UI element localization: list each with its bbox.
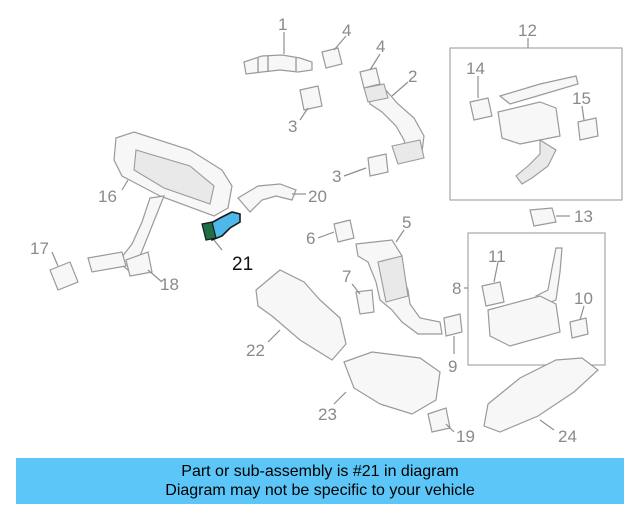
callout-4: 4 [376, 37, 385, 56]
part-13-gasket [529, 207, 557, 227]
part-4-gasket-a [321, 47, 343, 69]
callout-17: 17 [30, 239, 49, 258]
callout-16: 16 [98, 187, 117, 206]
callout-3: 3 [288, 117, 297, 136]
callout-23: 23 [318, 405, 337, 424]
part-4-gasket-b [359, 67, 381, 89]
callout-1: 1 [278, 15, 287, 34]
part-21-highlighted-pipe [201, 211, 241, 242]
callout-9: 9 [448, 357, 457, 376]
part-22-heat-shield [255, 269, 347, 361]
part-11-hanger [481, 281, 505, 307]
callout-19: 19 [456, 427, 475, 446]
part-23-heat-shield [343, 351, 441, 415]
part-24-heat-shield [483, 357, 599, 433]
callout-24: 24 [558, 427, 577, 446]
info-banner: Part or sub-assembly is #21 in diagram D… [16, 458, 624, 504]
leader-lines [51, 32, 585, 433]
callout-6: 6 [306, 229, 315, 248]
part-18-bracket [125, 251, 153, 277]
part-3-gasket-a [299, 85, 323, 111]
callout-13: 13 [574, 207, 593, 226]
callout-10: 10 [574, 289, 593, 308]
callout-11: 11 [488, 247, 506, 266]
callout-2: 2 [408, 67, 417, 86]
callout-14: 14 [466, 59, 485, 78]
part-7-bracket [355, 289, 375, 315]
part-8-muffler-assembly [481, 247, 589, 347]
callout-7: 7 [342, 267, 351, 286]
part-12-muffler-assembly [469, 75, 599, 185]
part-6-gasket [333, 219, 355, 243]
part-15-hanger [577, 117, 599, 141]
part-20-pipe [237, 183, 297, 213]
callout-3: 3 [332, 167, 341, 186]
part-3-gasket-b [367, 153, 389, 177]
callout-22: 22 [246, 341, 265, 360]
part-10-hanger [569, 317, 589, 339]
banner-line-1: Part or sub-assembly is #21 in diagram [181, 463, 459, 480]
callout-18: 18 [160, 275, 179, 294]
part-17-clamp [49, 261, 79, 291]
part-2-front-pipe [363, 83, 425, 165]
group-box-12 [449, 47, 623, 201]
callout-8: 8 [452, 279, 461, 298]
callout-20: 20 [308, 187, 327, 206]
part-1-front-pipe [243, 54, 313, 75]
callout-4: 4 [342, 21, 351, 40]
part-5-converter-pipe [355, 239, 443, 335]
exhaust-parts-diagram: 1 2 3 4 4 3 3 5 6 7 8 9 10 11 12 13 14 1… [30, 15, 623, 446]
callout-21-highlighted: 21 [232, 254, 253, 275]
callout-15: 15 [572, 89, 591, 108]
callout-5: 5 [402, 213, 411, 232]
part-19-bracket [427, 407, 451, 433]
part-16-center-muffler [87, 131, 233, 273]
part-9-gasket [443, 313, 463, 337]
banner-line-2: Diagram may not be specific to your vehi… [165, 482, 475, 499]
callout-12: 12 [518, 21, 537, 40]
group-box-8 [467, 232, 606, 366]
